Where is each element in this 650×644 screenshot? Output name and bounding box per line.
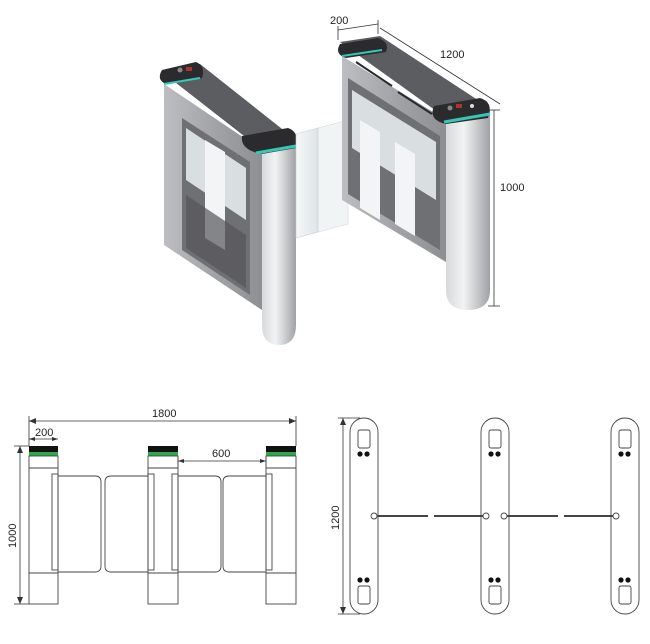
- iso-dimension-1000: 1000: [488, 109, 524, 307]
- sensor-icon: [470, 104, 474, 108]
- top-cabinet-left: [349, 417, 379, 615]
- top-view: 1200: [330, 417, 640, 615]
- front-cabinet-middle: [147, 446, 179, 605]
- front-height-label: 1000: [7, 524, 19, 548]
- card-reader-icon: [177, 67, 183, 73]
- iso-length-label: 1200: [440, 49, 464, 61]
- right-cabinet: [338, 36, 491, 310]
- front-total-width-label: 1800: [152, 408, 176, 420]
- card-reader-icon: [447, 105, 453, 111]
- top-length-label: 1200: [330, 506, 342, 530]
- front-view: 1800 200 600 1000: [7, 408, 297, 605]
- isometric-view: 200 1200 1000: [159, 15, 524, 345]
- iso-dimension-1200: 1200: [379, 27, 501, 105]
- front-cabinet-right: [265, 446, 297, 605]
- iso-depth-label: 200: [330, 15, 348, 27]
- front-flap: [58, 475, 102, 573]
- front-flap: [104, 475, 148, 573]
- front-passage-width-label: 600: [212, 448, 230, 460]
- top-cabinet-right: [610, 417, 640, 615]
- indicator-icon: [456, 104, 462, 108]
- indicator-icon: [186, 67, 192, 71]
- iso-dimension-200: 200: [330, 15, 379, 40]
- front-flap: [178, 475, 222, 573]
- left-cabinet: [159, 62, 297, 345]
- iso-height-label: 1000: [500, 182, 524, 194]
- front-flap: [222, 475, 266, 573]
- front-cabinet-left: [28, 446, 59, 605]
- top-cabinet-middle: [480, 417, 510, 615]
- front-cabinet-width-label: 200: [35, 427, 53, 439]
- glass-flaps: [295, 119, 349, 239]
